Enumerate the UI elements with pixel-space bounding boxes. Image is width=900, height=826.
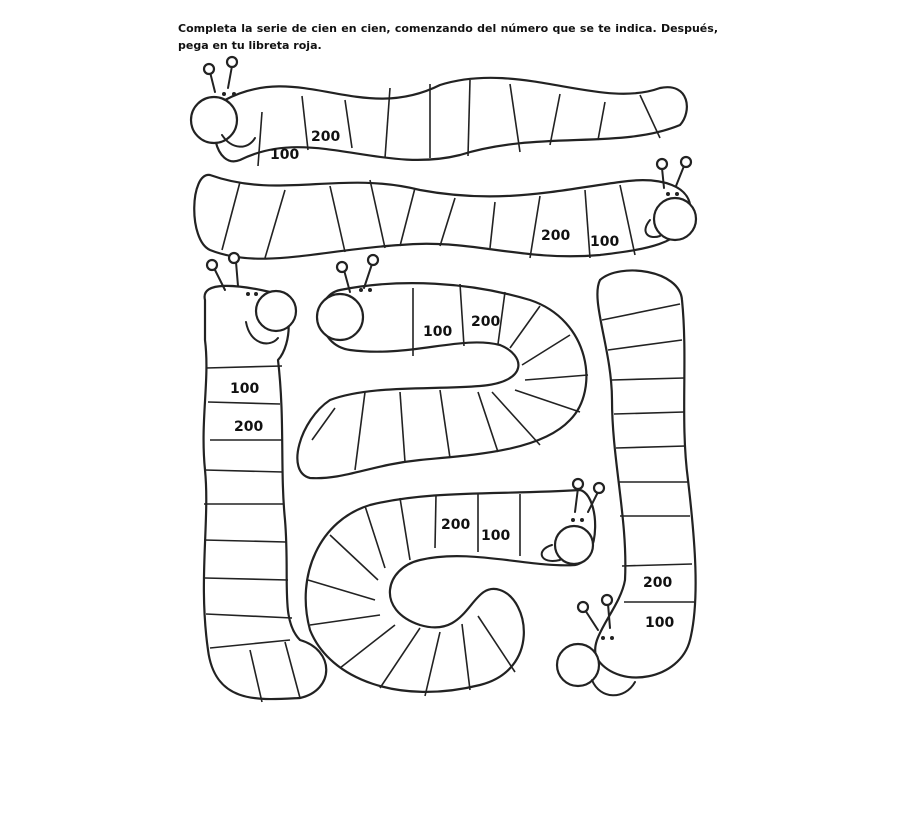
- antenna-icon: [576, 600, 590, 614]
- worm-number: 200: [541, 228, 570, 244]
- worm-number: 100: [645, 615, 674, 631]
- worm-head-icon: [553, 524, 595, 566]
- antenna-icon: [366, 253, 380, 267]
- worm-head-icon: [315, 292, 365, 342]
- worm-number: 200: [441, 517, 470, 533]
- worm-head-icon: [652, 196, 698, 242]
- worm-second: 200 100: [193, 155, 698, 260]
- worm-top: 100 200: [189, 55, 688, 167]
- worm-head-icon: [555, 642, 601, 688]
- worm-left-column: 100 200: [202, 251, 328, 703]
- worm-number: 200: [311, 129, 340, 145]
- antenna-icon: [592, 481, 606, 495]
- worm-head-icon: [189, 95, 239, 145]
- worm-center-spiral: 100 200: [296, 253, 589, 480]
- antenna-icon: [227, 251, 241, 265]
- worm-number: 100: [590, 234, 619, 250]
- worm-number: 100: [230, 381, 259, 397]
- antenna-icon: [205, 258, 219, 272]
- worm-number: 200: [234, 419, 263, 435]
- antenna-icon: [202, 62, 216, 76]
- antenna-icon: [335, 260, 349, 274]
- worm-right-column: 200 100: [555, 269, 697, 697]
- worm-head-icon: [254, 289, 298, 333]
- antenna-icon: [225, 55, 239, 69]
- worm-number: 200: [471, 314, 500, 330]
- worm-lower-center: 200 100: [304, 477, 606, 697]
- antenna-icon: [571, 477, 585, 491]
- worm-number: 100: [423, 324, 452, 340]
- worm-number: 100: [270, 147, 299, 163]
- worm-number: 100: [481, 528, 510, 544]
- antenna-icon: [679, 155, 693, 169]
- worm-number: 200: [643, 575, 672, 591]
- instructions-text: Completa la serie de cien en cien, comen…: [178, 22, 718, 52]
- antenna-icon: [600, 593, 614, 607]
- antenna-icon: [655, 157, 669, 171]
